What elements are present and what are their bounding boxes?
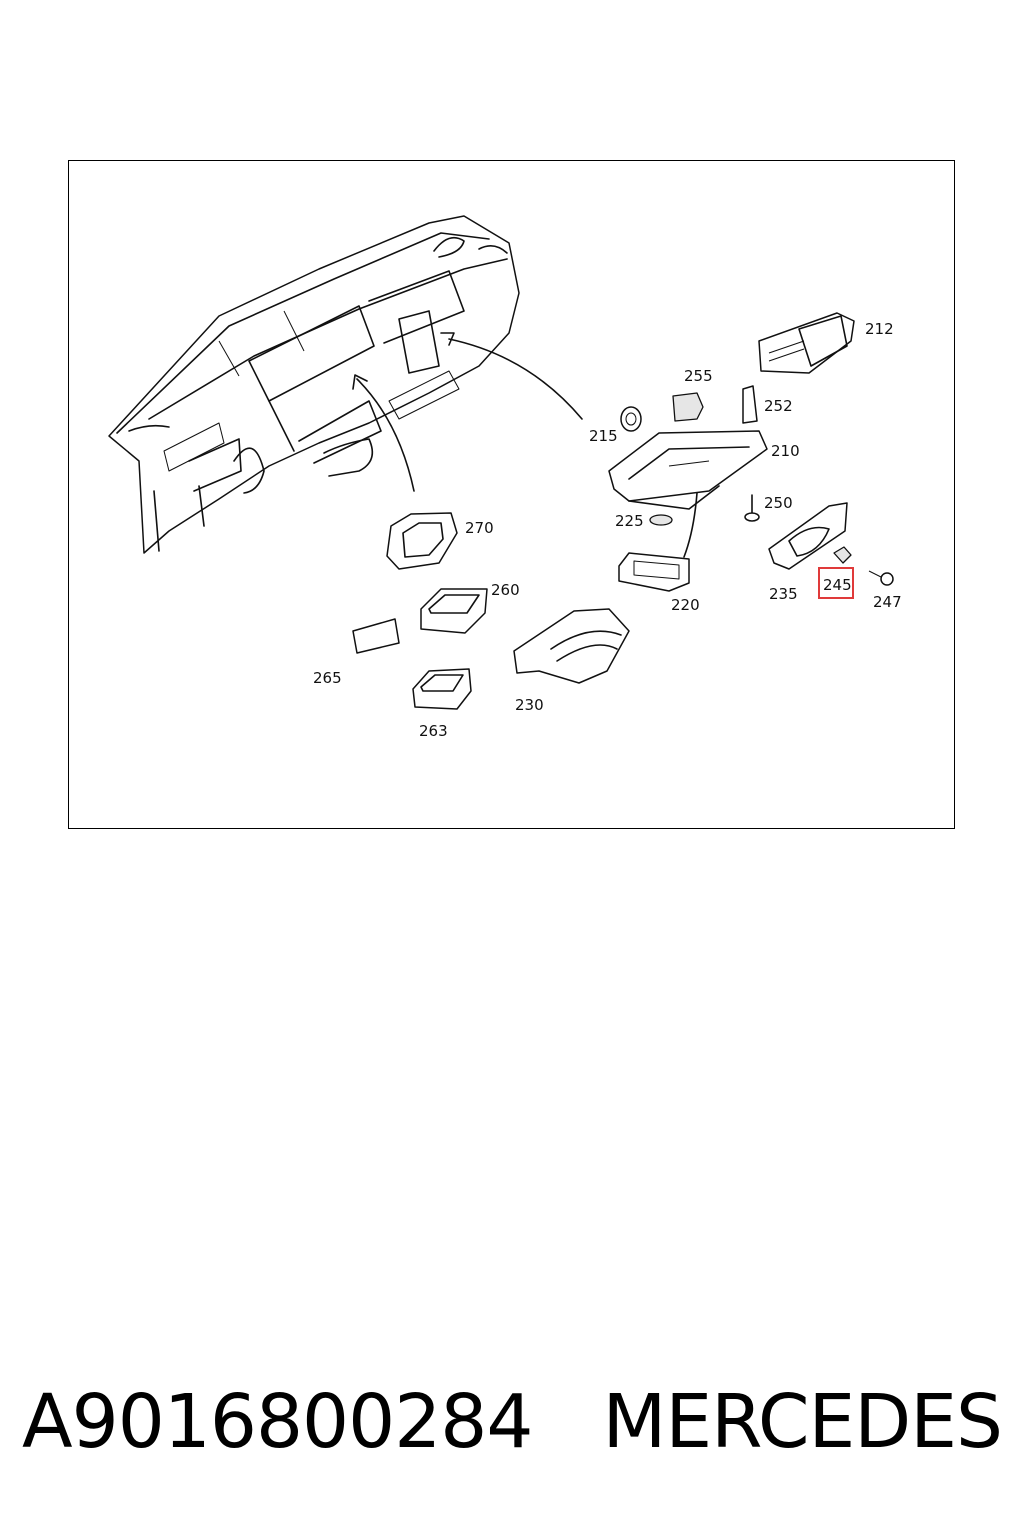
arrow-head-right [440, 332, 455, 346]
part-245 [833, 546, 852, 564]
callout-245: 245 [823, 576, 852, 594]
diagram-frame: 212 255 252 215 210 250 225 270 260 235 … [68, 160, 955, 829]
exploded-parts-diagram: 212 255 252 215 210 250 225 270 260 235 … [108, 215, 902, 740]
part-260 [420, 588, 488, 634]
part-212 [758, 312, 855, 374]
part-270 [386, 512, 458, 570]
arrow-to-dashboard-right [448, 338, 583, 420]
callout-250: 250 [764, 494, 793, 512]
part-255 [672, 392, 704, 422]
part-247 [868, 570, 894, 586]
arrow-tray-to-box [683, 492, 698, 558]
footer: A9016800284 MERCEDES [0, 1372, 1024, 1472]
callout-247: 247 [873, 593, 902, 611]
dashboard-assembly [108, 215, 520, 554]
arrow-to-dashboard-left [356, 378, 415, 492]
callout-235: 235 [769, 585, 798, 603]
part-225 [649, 514, 673, 526]
part-250 [744, 494, 760, 522]
callout-270: 270 [465, 519, 494, 537]
callout-265: 265 [313, 669, 342, 687]
callout-212: 212 [865, 320, 894, 338]
part-number: A9016800284 [22, 1379, 533, 1465]
highlight-box-245 [818, 567, 854, 599]
part-220 [618, 552, 690, 592]
callout-225: 225 [615, 512, 644, 530]
callout-230: 230 [515, 696, 544, 714]
callout-255: 255 [684, 367, 713, 385]
part-263 [412, 668, 472, 710]
callout-252: 252 [764, 397, 793, 415]
part-210 [608, 430, 768, 510]
part-265 [352, 618, 400, 654]
arrow-head-left [352, 374, 368, 390]
part-235 [768, 502, 848, 570]
callout-263: 263 [419, 722, 448, 740]
callout-215: 215 [589, 427, 618, 445]
callout-220: 220 [671, 596, 700, 614]
brand-name: MERCEDES [602, 1379, 1003, 1465]
part-215 [620, 406, 642, 432]
callout-210: 210 [771, 442, 800, 460]
part-252 [742, 385, 758, 424]
callout-260: 260 [491, 581, 520, 599]
part-230 [513, 608, 630, 684]
